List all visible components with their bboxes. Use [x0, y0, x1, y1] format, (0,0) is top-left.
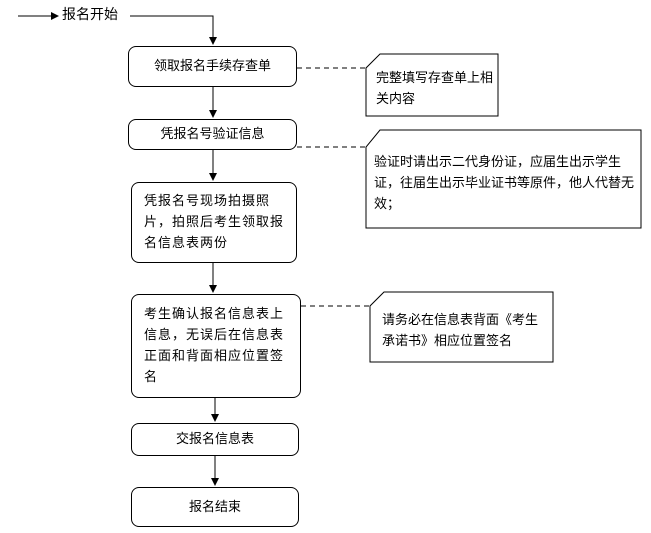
note-id-requirement: 验证时请出示二代身份证，应届生出示学生证，往届生出示毕业证书等原件，他人代替无效… [374, 155, 635, 212]
step-confirm-sign-text: 考生确认报名信息表上信息，无误后在信息表正面和背面相应位置签名 [144, 307, 285, 385]
step-submit-form: 交报名信息表 [131, 423, 299, 456]
step-take-photo: 凭报名号现场拍摄照片，拍照后考生领取报名信息表两份 [131, 182, 297, 263]
step-get-receipt: 领取报名手续存查单 [128, 46, 297, 87]
note-fill-receipt: 完整填写存查单上相关内容 [376, 71, 494, 107]
note-sign-pledge: 请务必在信息表背面《考生承诺书》相应位置签名 [382, 313, 539, 349]
step-take-photo-text: 凭报名号现场拍摄照片，拍照后考生领取报名信息表两份 [144, 194, 285, 251]
step-end: 报名结束 [131, 487, 299, 527]
start-label: 报名开始 [62, 7, 118, 23]
note3-shape [369, 291, 554, 363]
note2-shape [365, 129, 642, 229]
step-confirm-sign: 考生确认报名信息表上信息，无误后在信息表正面和背面相应位置签名 [131, 294, 301, 398]
step-verify-info: 凭报名号验证信息 [128, 119, 297, 150]
note1-shape [365, 53, 499, 117]
start-connector [130, 15, 217, 45]
